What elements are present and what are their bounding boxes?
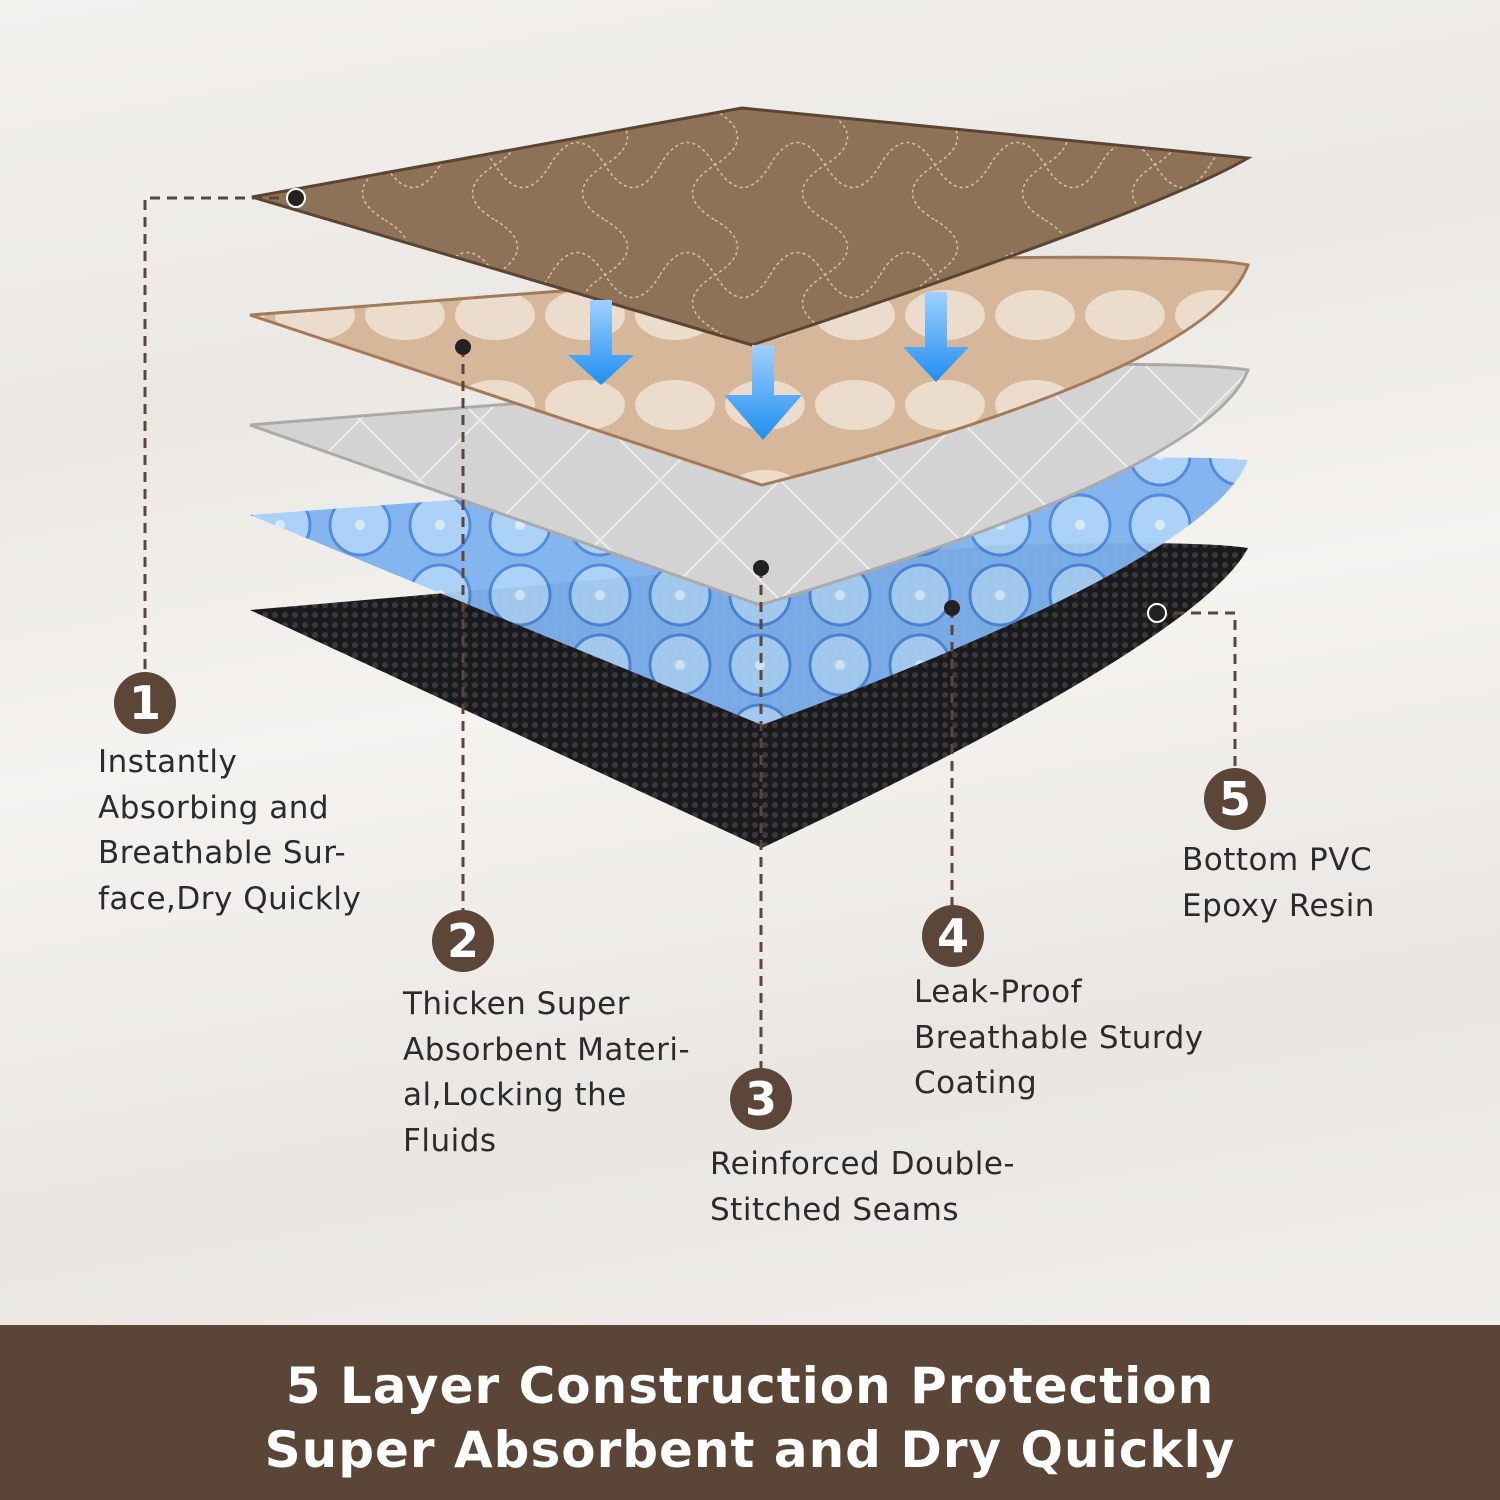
- label-line: face,Dry Quickly: [98, 880, 362, 917]
- arrow-down-icon: [903, 292, 969, 382]
- label-line: Epoxy Resin: [1182, 887, 1375, 924]
- layer-number-badge: 1: [114, 672, 176, 734]
- label-line: Breathable Sur-: [98, 835, 347, 871]
- layer-1-top: [251, 106, 1253, 347]
- layer-2-absorbent: [249, 255, 1251, 487]
- layer-number-badge: 5: [1204, 768, 1266, 830]
- label-line: Absorbent Materi-: [403, 1031, 691, 1068]
- banner-title: 5 Layer Construction Protection: [285, 1357, 1215, 1415]
- leader-dots: [286, 188, 1167, 623]
- layer-number-badge: 4: [922, 905, 984, 967]
- leader-lines: [143, 196, 1237, 1068]
- label-line: Breathable Sturdy: [914, 1019, 1204, 1056]
- label-line: al,Locking the: [403, 1077, 627, 1113]
- arrow-down-icon: [724, 345, 802, 440]
- label-line: Fluids: [403, 1122, 497, 1159]
- label-line: Bottom PVC: [1182, 842, 1373, 878]
- layer-3-description: Reinforced Double- Stitched Seams: [710, 1142, 1015, 1233]
- label-line: Leak-Proof: [914, 974, 1082, 1010]
- bottom-banner: 5 Layer Construction Protection Super Ab…: [0, 1325, 1500, 1500]
- layer-1-description: Instantly Absorbing and Breathable Sur- …: [98, 740, 361, 922]
- layer-number-badge: 3: [730, 1068, 792, 1130]
- arrow-icons: [568, 292, 969, 440]
- arrow-down-icon: [568, 300, 634, 385]
- banner-subtitle: Super Absorbent and Dry Quickly: [264, 1421, 1236, 1479]
- layer-4-description: Leak-Proof Breathable Sturdy Coating: [914, 970, 1204, 1107]
- label-line: Reinforced Double-: [710, 1146, 1016, 1182]
- label-line: Thicken Super: [403, 986, 630, 1022]
- label-line: Coating: [914, 1065, 1038, 1101]
- label-line: Instantly: [98, 744, 238, 780]
- label-line: Stitched Seams: [710, 1191, 959, 1228]
- layer-number-badge: 2: [432, 910, 494, 972]
- layer-2-description: Thicken Super Absorbent Materi- al,Locki…: [403, 982, 690, 1164]
- label-line: Absorbing and: [98, 789, 330, 826]
- layer-5-description: Bottom PVC Epoxy Resin: [1182, 838, 1375, 929]
